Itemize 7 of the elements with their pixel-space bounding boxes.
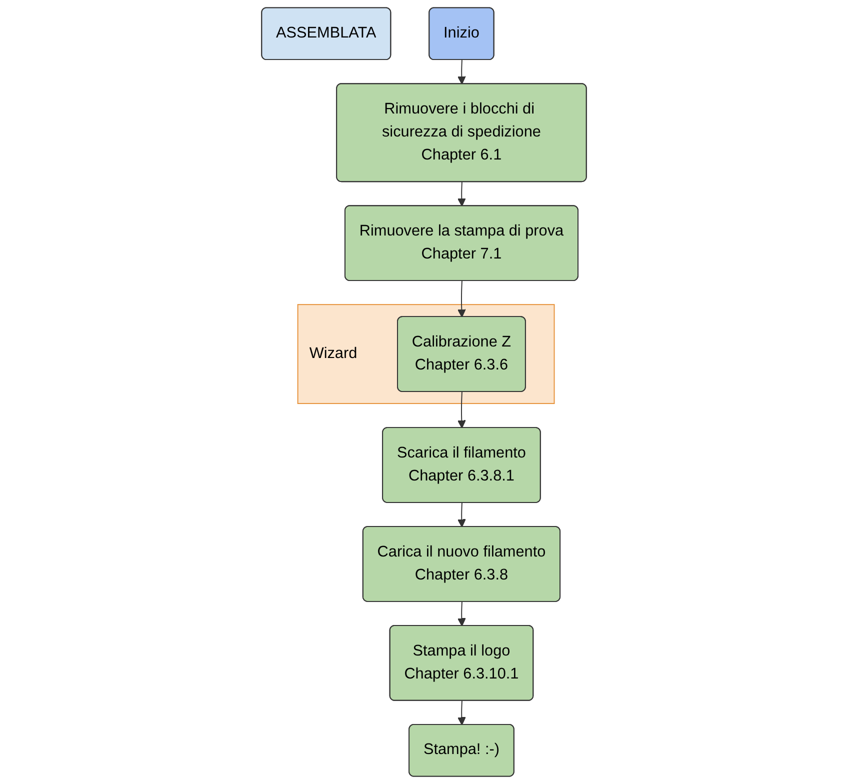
- arrow: [456, 60, 466, 84]
- arrow: [456, 601, 466, 626]
- arrow: [456, 700, 466, 726]
- arrow: [456, 392, 466, 428]
- arrow: [456, 280, 466, 318]
- arrow: [456, 182, 466, 206]
- arrow: [456, 502, 466, 528]
